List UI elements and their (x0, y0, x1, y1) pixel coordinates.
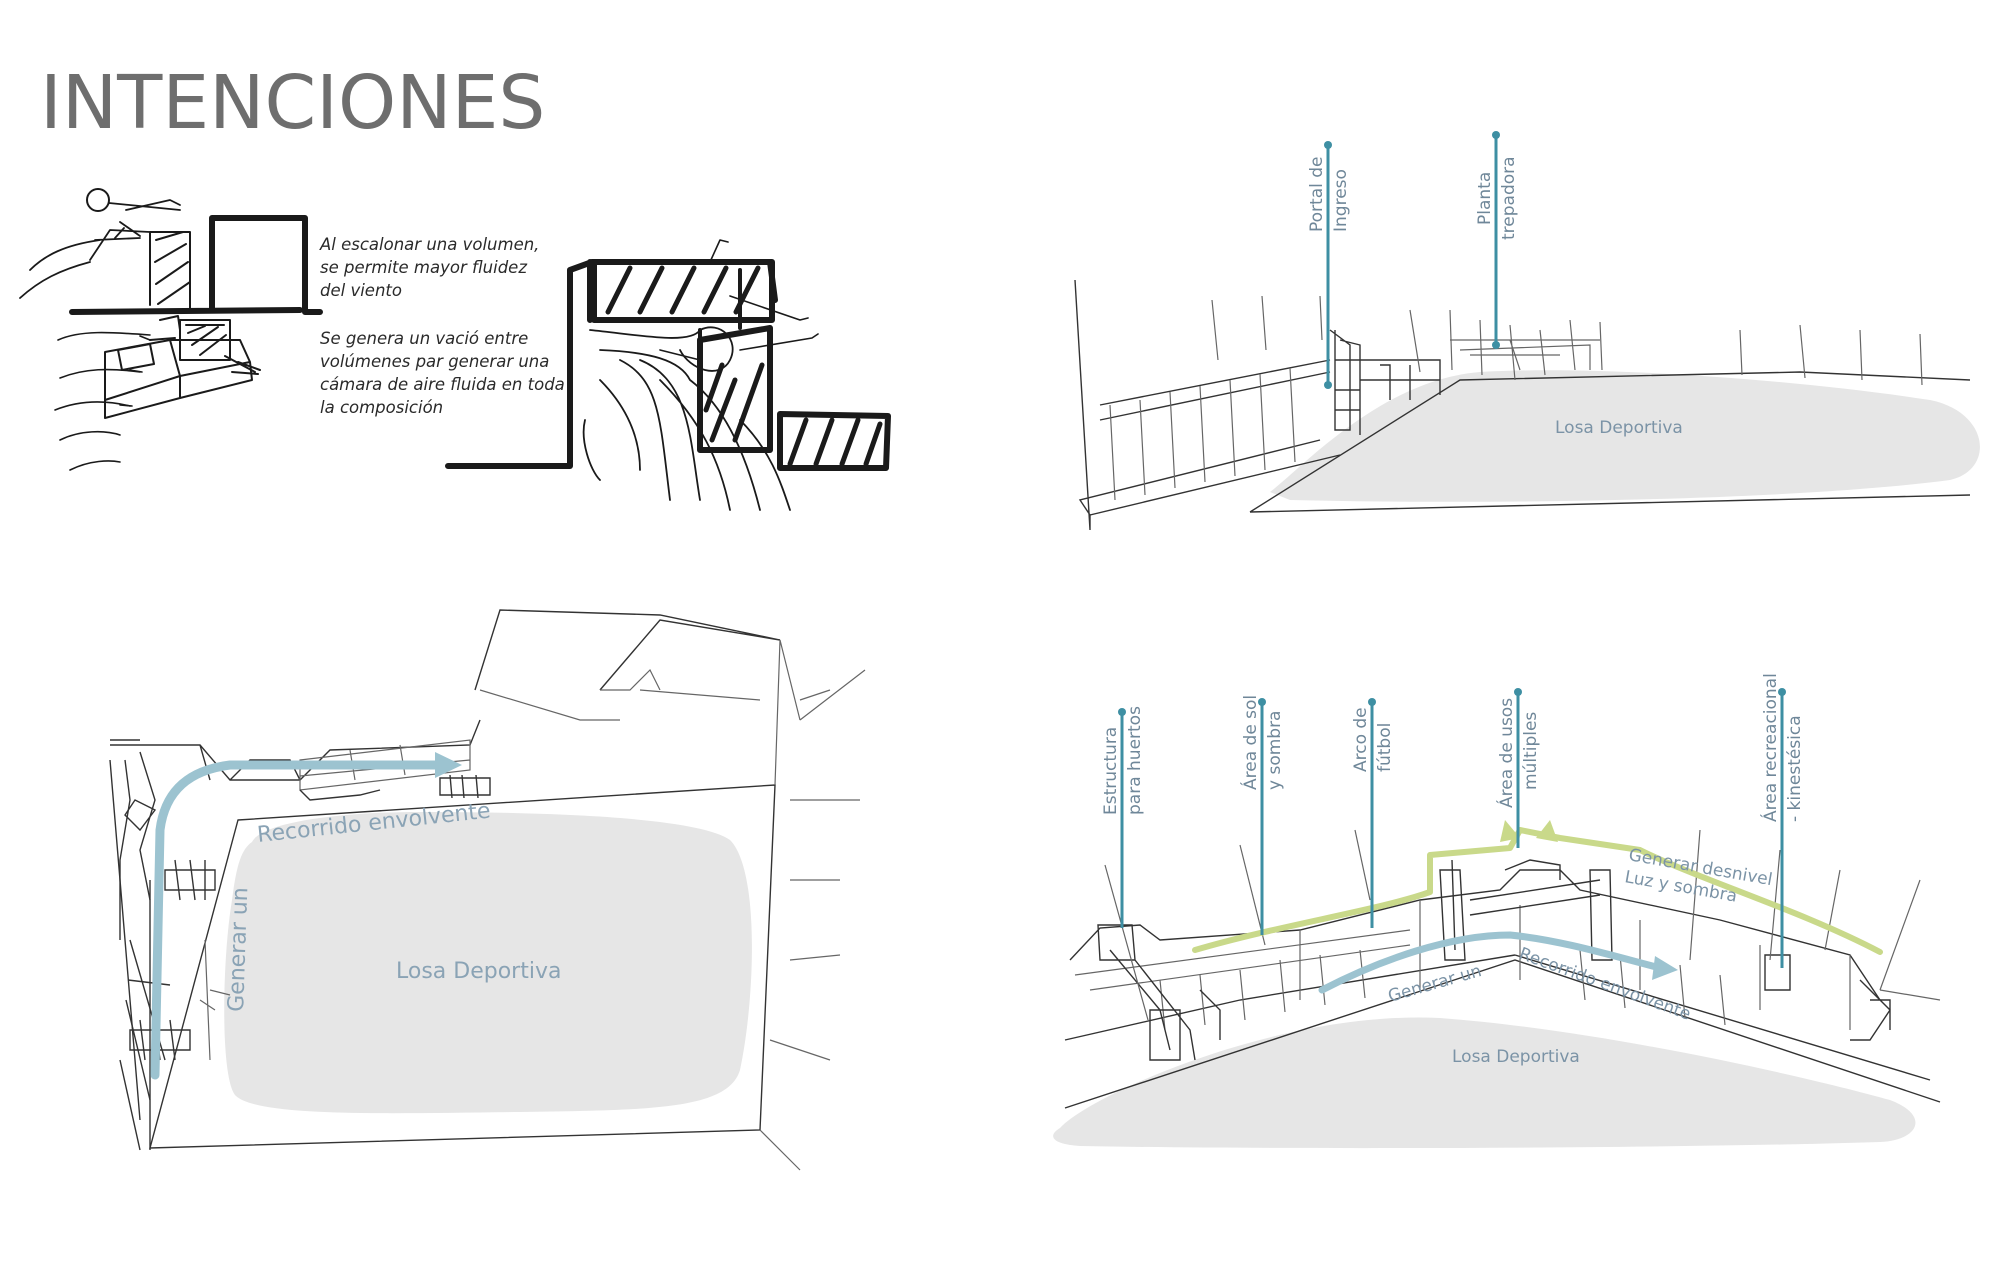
side-label-bottom-left: Generar un (224, 887, 253, 1012)
note2-line1: Se genera un vació entre (320, 329, 528, 348)
slab-bottom-right (1053, 1017, 1916, 1149)
pin-label-arco-1: Arco de (1351, 707, 1371, 772)
note2-line3: cámara de aire fluida en toda (320, 375, 565, 394)
pin-label-usos-1: Área de usos (1495, 698, 1517, 808)
view-top-right: Portal de Ingreso Planta trepadora Losa … (1074, 131, 1980, 531)
sketch-plan-voids (445, 239, 891, 511)
pin-label-portal-2: Ingreso (1331, 169, 1351, 232)
area-label-bottom-right: Losa Deportiva (1452, 1047, 1580, 1067)
pin-label-planta-1: Planta (1475, 172, 1495, 225)
pin-head-planta (1492, 131, 1500, 139)
note1-line1: Al escalonar una volumen, (319, 235, 539, 254)
route-green-bottom-right (1192, 827, 1883, 955)
route-arrow-bottom-left (150, 760, 445, 1080)
pin-label-usos-2: múltiples (1521, 712, 1541, 790)
pin-label-recreacional-2: - kinestésica (1785, 715, 1805, 822)
area-label-bottom-left: Losa Deportiva (396, 959, 561, 984)
view-bottom-left: Recorrido envolvente Generar un Losa Dep… (109, 609, 866, 1171)
pin-label-huertos-2: para huertos (1125, 706, 1145, 815)
note2-line4: la composición (320, 398, 443, 417)
pin-label-sol-1: Área de sol (1239, 695, 1261, 790)
view-bottom-right: Estructura para huertos Área de sol y so… (1053, 673, 1941, 1149)
route-blue-bottom-right (1318, 931, 1664, 994)
slab-bottom-left (224, 812, 752, 1114)
pin-label-recreacional-1: Área recreacional (1759, 673, 1781, 822)
sketch-notes: Al escalonar una volumen, se permite may… (319, 235, 565, 417)
sketch-stepped-volume (19, 188, 323, 471)
note1-line2: se permite mayor fluidez (320, 258, 527, 277)
pin-head-portal (1324, 141, 1332, 149)
pin-label-sol-2: y sombra (1265, 711, 1285, 790)
pin-label-huertos-1: Estructura (1101, 727, 1121, 815)
route-arrow-head-bottom-left (435, 752, 462, 778)
slab-top-right (1270, 370, 1980, 502)
pin-label-portal-1: Portal de (1307, 157, 1327, 233)
area-label-top-right: Losa Deportiva (1555, 418, 1683, 438)
page-title: INTENCIONES (40, 60, 545, 146)
pin-label-arco-2: fútbol (1375, 723, 1395, 772)
note1-line3: del viento (320, 281, 402, 300)
pin-label-planta-2: trepadora (1499, 156, 1519, 240)
note2-line2: volúmenes par generar una (320, 352, 549, 371)
